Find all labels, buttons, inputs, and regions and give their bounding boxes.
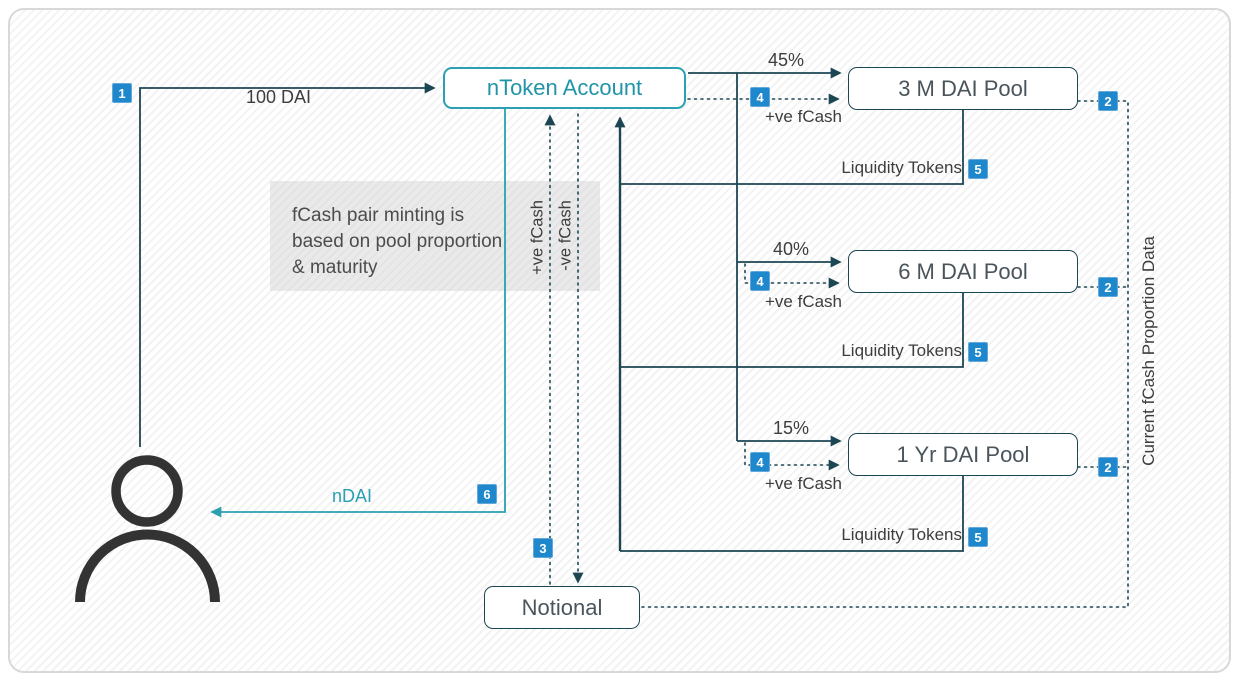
ntoken-account-node: nToken Account	[443, 67, 686, 109]
pos-fcash-6m-label: +ve fCash	[765, 292, 843, 311]
step-3-badge: 3	[533, 538, 553, 558]
pos-fcash-1yr-label: +ve fCash	[765, 474, 843, 493]
pool-3m-label: 3 M DAI Pool	[898, 75, 1028, 101]
pool-1yr-label: 1 Yr DAI Pool	[896, 441, 1030, 467]
step-5-badge-1yr: 5	[968, 527, 988, 547]
step-1-badge: 1	[112, 83, 132, 103]
liquidity-tokens-3m-label: Liquidity Tokens	[841, 158, 962, 177]
step-2-badge-1yr: 2	[1098, 457, 1118, 477]
note-text: fCash pair minting is based on pool prop…	[292, 205, 503, 278]
pos-fcash-mint-label: +ve fCash	[528, 200, 547, 275]
step-5-badge-6m: 5	[968, 342, 988, 362]
liquidity-tokens-6m-label: Liquidity Tokens	[841, 341, 962, 360]
allocation-3m-label: 45%	[768, 50, 805, 70]
step-2-badge-3m: 2	[1098, 91, 1118, 111]
ntoken-account-label: nToken Account	[486, 75, 643, 100]
edge-liquidity-6m	[620, 293, 964, 368]
step-5-badge-3m: 5	[968, 159, 988, 179]
edge-posfcash-6m	[744, 263, 840, 289]
neg-fcash-mint-label: -ve fCash	[556, 200, 575, 271]
notional-label: Notional	[521, 594, 603, 620]
note-box: fCash pair minting is based on pool prop…	[270, 181, 600, 291]
pool-6m-node: 6 M DAI Pool	[848, 250, 1078, 293]
pos-fcash-3m-label: +ve fCash	[765, 107, 843, 126]
proportion-data-label: Current fCash Proportion Data	[1139, 236, 1158, 466]
user-icon	[75, 455, 220, 603]
pool-6m-label: 6 M DAI Pool	[898, 258, 1028, 284]
allocation-1yr-label: 15%	[773, 418, 810, 438]
step-2-badge-6m: 2	[1098, 277, 1118, 297]
step-6-badge: 6	[477, 484, 497, 504]
step-4-badge-6m: 4	[750, 271, 770, 291]
allocation-6m-label: 40%	[773, 239, 810, 259]
edge-deposit	[139, 82, 436, 447]
pool-3m-node: 3 M DAI Pool	[848, 67, 1078, 110]
edge-liquidity-1yr	[620, 476, 964, 552]
edge-liquidity-3m	[620, 110, 964, 185]
edge-posfcash-1yr	[744, 442, 840, 471]
edge-ndai	[210, 109, 506, 518]
deposit-label: 100 DAI	[246, 87, 312, 107]
liquidity-tokens-1yr-label: Liquidity Tokens	[841, 525, 962, 544]
step-4-badge-1yr: 4	[750, 452, 770, 472]
pool-1yr-node: 1 Yr DAI Pool	[848, 433, 1078, 476]
ndai-label: nDAI	[332, 486, 373, 506]
edge-proportion-main	[641, 100, 1129, 608]
step-4-badge-3m: 4	[750, 87, 770, 107]
notional-node: Notional	[484, 586, 640, 629]
